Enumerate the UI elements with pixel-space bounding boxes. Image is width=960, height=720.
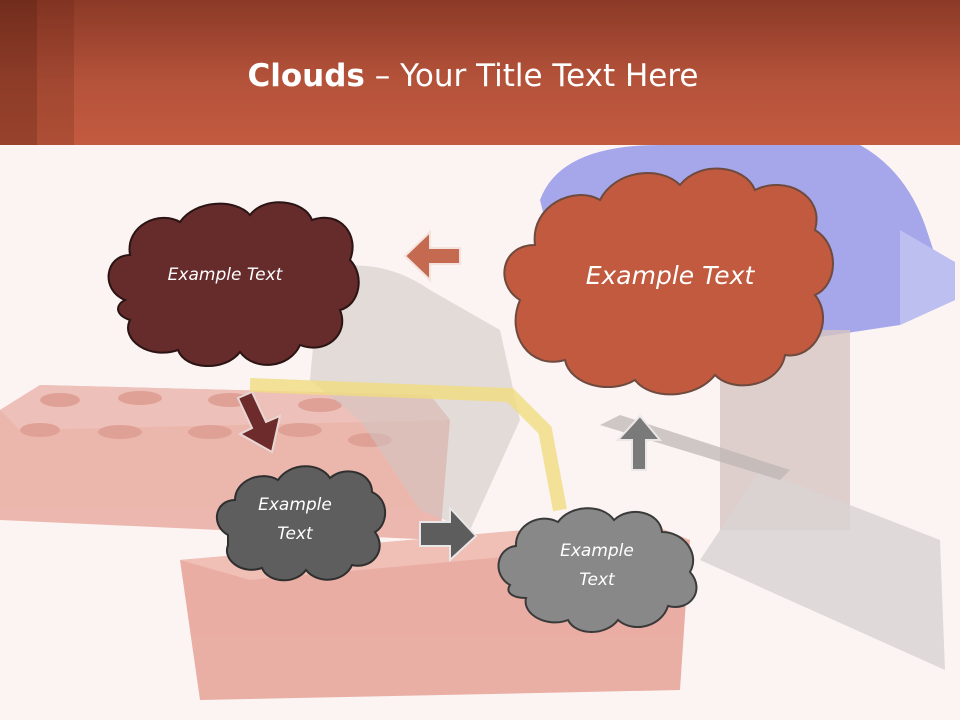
cloud-large-red[interactable]: [503, 167, 834, 396]
trowel-image: [700, 470, 945, 670]
arrow-down-icon[interactable]: [236, 390, 282, 454]
cloud-dark-gray-line1: Example: [258, 495, 332, 515]
header-stripe: [0, 0, 37, 145]
header-stripe: [37, 0, 74, 145]
cloud-light-gray[interactable]: [497, 507, 698, 633]
title-dash: –: [364, 58, 401, 94]
title-rest-text: Your Title Text Here: [400, 58, 699, 94]
cloud-light-gray-line2: Text: [579, 570, 615, 590]
cloud-dark-gray[interactable]: [215, 465, 387, 582]
cloud-dark-gray-text[interactable]: Example Text: [230, 490, 360, 550]
slide-title[interactable]: Clouds – Your Title Text Here: [0, 56, 946, 96]
arrow-left-icon[interactable]: [403, 229, 461, 283]
title-bar: Clouds – Your Title Text Here: [0, 0, 960, 145]
cloud-large-red-text[interactable]: Example Text: [585, 260, 755, 290]
tape-measure-image: [249, 378, 567, 512]
arrow-right-icon[interactable]: [419, 505, 478, 563]
title-bold-text: Clouds: [247, 58, 365, 94]
cloud-light-gray-line1: Example: [560, 541, 634, 561]
arrow-up-icon[interactable]: [615, 414, 663, 471]
cloud-light-gray-text[interactable]: Example Text: [532, 536, 662, 596]
cloud-dark-gray-line2: Text: [277, 524, 313, 544]
cloud-dark-maroon-text[interactable]: Example Text: [167, 265, 283, 285]
cloud-dark-maroon[interactable]: [107, 201, 360, 367]
brick-image: [0, 385, 450, 540]
